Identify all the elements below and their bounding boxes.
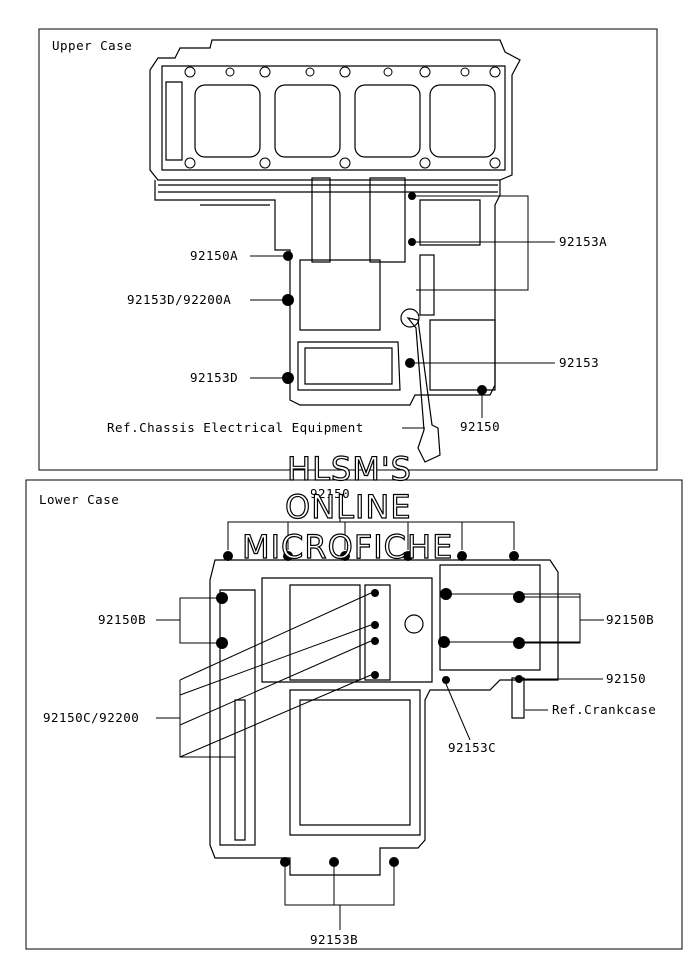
upper-case-frame [38, 28, 658, 471]
lower-case-title: Lower Case [39, 492, 119, 507]
ref-chassis-label: Ref.Chassis Electrical Equipment [107, 420, 364, 435]
part-92150b-right-label: 92150B [606, 612, 654, 627]
part-92150-lower-right-label: 92150 [606, 671, 646, 686]
part-92150c-92200-label: 92150C/92200 [43, 710, 139, 725]
watermark-line-1: HLSM'S [287, 450, 412, 488]
part-92150-upper-label: 92150 [460, 419, 500, 434]
watermark: HLSM'S ONLINE MICROFICHE [241, 449, 453, 566]
ref-crankcase-label: Ref.Crankcase [552, 702, 656, 717]
part-92150a-label: 92150A [190, 248, 238, 263]
upper-leader-lines [250, 195, 555, 429]
part-92153b-label: 92153B [310, 932, 358, 947]
lower-crankcase-drawing [209, 559, 559, 876]
lower-bolts [216, 551, 525, 867]
part-92153c-label: 92153C [448, 740, 496, 755]
lower-case-frame [25, 479, 683, 950]
part-92153a-label: 92153A [559, 234, 607, 249]
part-92153-label: 92153 [559, 355, 599, 370]
part-92150-lower-top-label: 92150 [310, 486, 350, 501]
watermark-line-2: ONLINE [285, 488, 412, 526]
part-92150b-left-label: 92150B [98, 612, 146, 627]
part-92153d-92200a-label: 92153D/92200A [127, 292, 231, 307]
upper-bolts [282, 192, 487, 395]
watermark-line-3: MICROFICHE [242, 528, 453, 566]
upper-crankcase-drawing [149, 39, 521, 463]
part-92153d-label: 92153D [190, 370, 238, 385]
lower-leader-lines [156, 506, 604, 930]
upper-case-title: Upper Case [52, 38, 132, 53]
